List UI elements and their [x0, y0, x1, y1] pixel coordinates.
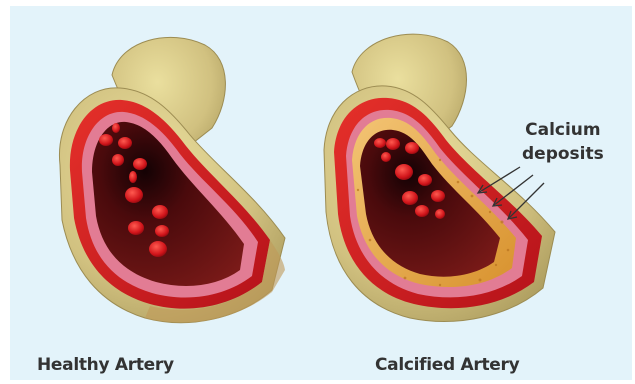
blood-cell	[405, 142, 419, 154]
calcified-artery	[324, 34, 555, 321]
blood-cell	[415, 205, 429, 217]
blood-cell	[129, 171, 137, 183]
blood-cell	[381, 152, 391, 162]
blood-cell	[431, 190, 445, 202]
blood-cell	[402, 191, 418, 205]
blood-cell	[99, 134, 113, 146]
healthy-artery-caption: Healthy Artery	[37, 355, 174, 375]
callout-line-1: Calcium	[522, 118, 604, 142]
blood-cell	[125, 187, 143, 203]
blood-cell	[128, 221, 144, 235]
calcium-deposits-callout: Calcium deposits	[522, 118, 604, 166]
blood-cell	[386, 138, 400, 150]
blood-cell	[118, 137, 132, 149]
blood-cell	[152, 205, 168, 219]
blood-cell	[395, 164, 413, 180]
blood-cell	[418, 174, 432, 186]
callout-line-2: deposits	[522, 142, 604, 166]
blood-cell	[133, 158, 147, 170]
healthy-artery	[59, 37, 285, 322]
blood-cell	[112, 154, 124, 166]
blood-cell	[155, 225, 169, 237]
blood-cell	[435, 209, 445, 219]
calcified-artery-caption: Calcified Artery	[375, 355, 519, 375]
blood-cell	[374, 138, 386, 148]
blood-cell	[149, 241, 167, 257]
blood-cell	[112, 123, 120, 133]
